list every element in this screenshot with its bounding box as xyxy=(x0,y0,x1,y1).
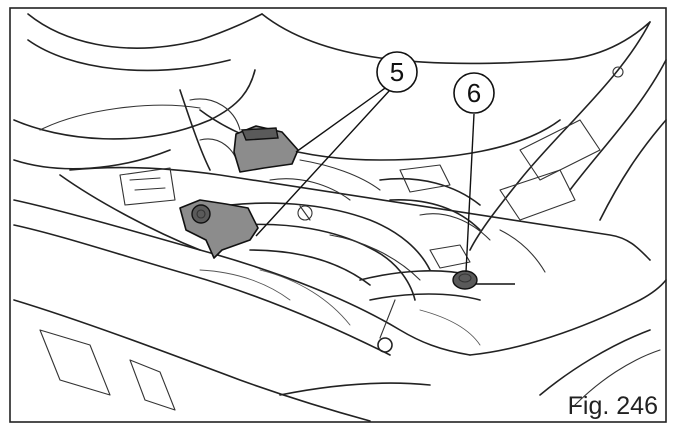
callout-6-leader xyxy=(465,113,475,273)
callout-6-label: 6 xyxy=(467,78,481,108)
part-6-plug xyxy=(452,270,478,290)
callout-5-bubble xyxy=(376,51,418,93)
callout-5: 5 xyxy=(255,51,418,237)
callout-5-label: 5 xyxy=(390,57,404,87)
callout-5-leader-upper xyxy=(295,85,389,153)
figure-caption: Fig. 246 xyxy=(568,392,658,420)
part-5-upper-edge xyxy=(240,127,279,141)
highlighted-part-6 xyxy=(452,270,515,290)
callout-5-leader-lower xyxy=(255,89,391,237)
figure-frame xyxy=(9,7,667,423)
part-5-lower-boss xyxy=(191,204,211,224)
callout-6: 6 xyxy=(453,72,495,273)
callout-6-bubble xyxy=(453,72,495,114)
highlighted-parts-5 xyxy=(179,125,299,259)
